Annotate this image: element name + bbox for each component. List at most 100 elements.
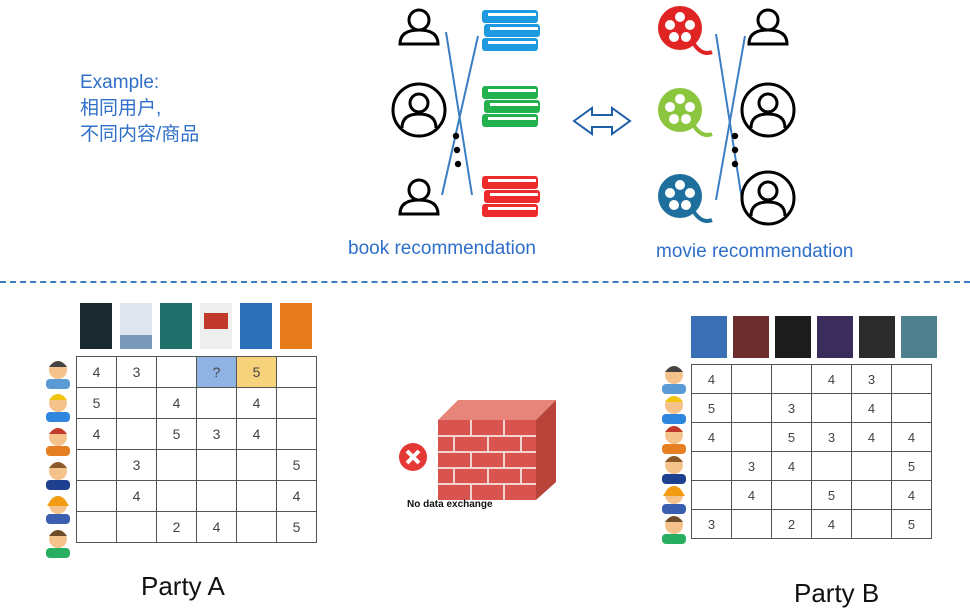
rating-cell [276,356,317,388]
avatar [662,456,686,484]
movie-poster-4 [817,316,853,358]
rating-cell: 4 [76,356,117,388]
user-icon [398,8,440,46]
avatar [46,428,70,456]
rating-cell [851,451,892,481]
rating-cell [236,480,277,512]
rating-cell [891,393,932,423]
user-icon [398,178,440,216]
film-reel-green-icon [658,88,713,137]
movie-poster-1 [691,316,727,358]
rating-cell [196,449,237,481]
rating-cell: 5 [811,480,852,510]
rating-cell: 4 [771,451,812,481]
rating-cell: 4 [891,480,932,510]
firewall-icon [438,400,556,500]
book-side-diagram [391,6,796,226]
movie-poster-3 [775,316,811,358]
rating-cell [276,418,317,450]
avatar [662,516,686,544]
book-recommendation-caption: book recommendation [348,238,536,259]
rating-cell [731,422,772,452]
example-heading: Example: [80,72,160,93]
rating-cell: 4 [811,364,852,394]
rating-cell: 4 [276,480,317,512]
book-stack-red-icon [482,176,540,217]
example-text: Example: 相同用户, 不同内容/商品 [80,70,199,148]
rating-cell [116,387,157,419]
rating-cell: 2 [771,509,812,539]
rating-cell: 3 [196,418,237,450]
rating-cell [236,449,277,481]
rating-cell [196,480,237,512]
avatar [662,366,686,394]
party-a-label: Party A [141,571,225,601]
rating-cell: 4 [851,393,892,423]
section-divider [0,281,970,283]
book-cover-1 [80,303,112,349]
double-arrow-icon [572,106,632,136]
movie-recommendation-caption: movie recommendation [656,241,854,262]
rating-cell: 4 [851,422,892,452]
rating-cell [731,509,772,539]
rating-cell: 2 [156,511,197,543]
user-icon [747,8,789,46]
avatar [46,462,70,490]
rating-cell [156,356,197,388]
rating-cell [236,511,277,543]
book-covers [80,303,312,349]
movie-posters [691,316,937,358]
avatar [46,496,70,524]
avatar [662,396,686,424]
rating-cell: 4 [891,422,932,452]
rating-cell: 4 [236,418,277,450]
rating-cell [196,387,237,419]
user-circle-icon [740,170,796,226]
rating-cell [771,480,812,510]
rating-cell [156,449,197,481]
rating-cell [116,511,157,543]
book-cover-3 [160,303,192,349]
rating-cell: 4 [731,480,772,510]
movie-poster-2 [733,316,769,358]
user-circle-icon [740,82,796,138]
rating-cell [76,511,117,543]
rating-cell: 5 [236,356,277,388]
rating-cell: 5 [891,451,932,481]
user-circle-icon [391,82,447,138]
rating-cell: ? [196,356,237,388]
rating-cell: 4 [156,387,197,419]
book-stack-green-icon [482,86,540,127]
rating-cell: 4 [76,418,117,450]
film-reel-red-icon [658,6,713,55]
party-b-label: Party B [794,578,880,608]
rating-cell [851,480,892,510]
rating-cell: 5 [156,418,197,450]
avatar [662,426,686,454]
example-line-same-users: 相同用户, [80,98,162,119]
rating-cell [691,451,732,481]
rating-cell: 3 [116,356,157,388]
movie-poster-5 [859,316,895,358]
avatar [46,361,70,389]
rating-cell: 3 [731,451,772,481]
party-a-avatars [46,361,70,558]
film-reel-blue-icon [658,174,713,223]
rating-cell: 4 [811,509,852,539]
rating-cell [811,393,852,423]
rating-cell [276,387,317,419]
rating-cell [116,418,157,450]
rating-cell: 5 [891,509,932,539]
rating-cell: 4 [691,422,732,452]
book-stack-blue-icon [482,10,540,51]
rating-cell: 3 [851,364,892,394]
rating-cell: 3 [691,509,732,539]
